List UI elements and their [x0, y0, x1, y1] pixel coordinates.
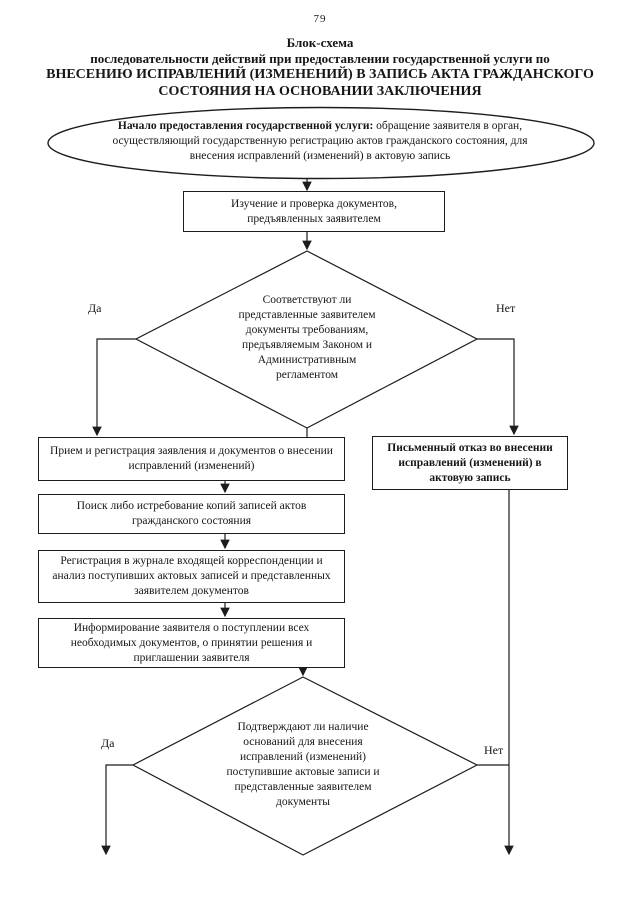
label-yes-2: Да — [101, 736, 115, 750]
decision2-line-6: документы — [276, 796, 330, 808]
decision1-line-5: Административным — [257, 354, 357, 366]
accept-register-line-1: Прием и регистрация заявления и документ… — [50, 445, 333, 457]
label-no-1: Нет — [496, 301, 516, 315]
doc-title-line-1: Блок-схема — [286, 35, 354, 50]
doc-title-line-3: ВНЕСЕНИЮ ИСПРАВЛЕНИЙ (ИЗМЕНЕНИЙ) В ЗАПИС… — [46, 67, 594, 82]
decision2-text: Подтверждают ли наличие оснований для вн… — [193, 720, 413, 810]
decision1-line-3: документы требованиям, — [245, 324, 369, 336]
decision2-line-2: оснований для внесения — [243, 736, 363, 748]
doc-title: Блок-схема последовательности действий п… — [0, 35, 640, 100]
decision2-line-1: Подтверждают ли наличие — [237, 721, 369, 733]
label-yes-1: Да — [88, 301, 102, 315]
page-number: 79 — [313, 13, 327, 25]
start-terminator-text: Начало предоставления государственной ус… — [85, 119, 555, 164]
search-copies-line-1: Поиск либо истребование копий записей ак… — [76, 500, 307, 512]
branch-no-1 — [477, 338, 519, 436]
check-documents-line-2: предъявленных заявителем — [247, 212, 381, 225]
doc-title-line-2: последовательности действий при предоста… — [90, 51, 550, 66]
decision1-line-1: Соответствуют ли — [262, 294, 352, 306]
branch-yes-1 — [92, 338, 136, 437]
register-journal-line-2: анализ поступивших актовых записей и пре… — [52, 570, 331, 582]
process-written-refusal: Письменный отказ во внесении исправлений… — [372, 436, 568, 490]
search-copies-line-2: гражданского состояния — [131, 515, 252, 527]
process-accept-register: Прием и регистрация заявления и документ… — [38, 437, 345, 481]
doc-title-line-4: СОСТОЯНИЯ НА ОСНОВАНИИ ЗАКЛЮЧЕНИЯ — [158, 83, 482, 99]
process-register-journal: Регистрация в журнале входящей корреспон… — [38, 550, 345, 603]
decision1-diamond — [134, 250, 479, 429]
written-refusal-line-3: актовую запись — [429, 471, 511, 484]
decision2-diamond — [131, 676, 479, 856]
decision1-text: Соответствуют ли представленные заявител… — [197, 293, 417, 383]
start-terminator-shape — [47, 106, 595, 180]
decision2-line-5: представленные заявителем — [234, 781, 372, 793]
decision1-line-6: регламентом — [275, 369, 339, 381]
connector-lines — [92, 178, 519, 856]
inform-applicant-line-2: необходимых документов, о принятии решен… — [70, 636, 313, 649]
start-text-line-1: Начало предоставления государственной ус… — [85, 119, 555, 134]
written-refusal-line-2: исправлений (изменений) в — [398, 456, 542, 469]
decision1-line-2: представленные заявителем — [238, 309, 376, 321]
decision2-line-4: поступившие актовые записи и — [226, 766, 380, 778]
inform-applicant-line-3: приглашении заявителя — [133, 651, 250, 664]
register-journal-line-3: заявителем документов — [134, 585, 249, 597]
accept-register-line-2: исправлений (изменений) — [128, 460, 255, 472]
start-text-line-3: внесения исправлений (изменений) в актов… — [189, 150, 451, 162]
start-bold-lead: Начало предоставления государственной ус… — [117, 120, 374, 132]
process-search-copies: Поиск либо истребование копий записей ак… — [38, 494, 345, 534]
decision2-line-3: исправлений (изменений) — [239, 751, 367, 763]
decision1-line-4: предъявляемым Законом и — [241, 339, 373, 351]
process-inform-applicant: Информирование заявителя о поступлении в… — [38, 618, 345, 668]
label-no-2: Нет — [484, 743, 504, 757]
process-check-documents: Изучение и проверка документов, предъявл… — [183, 191, 445, 232]
written-refusal-line-1: Письменный отказ во внесении — [387, 441, 553, 454]
register-journal-line-1: Регистрация в журнале входящей корреспон… — [60, 555, 323, 567]
inform-applicant-line-1: Информирование заявителя о поступлении в… — [73, 621, 310, 634]
start-text-line-2: осуществляющий государственную регистрац… — [112, 135, 528, 147]
branch-yes-2 — [101, 764, 133, 856]
check-documents-line-1: Изучение и проверка документов, — [231, 197, 397, 210]
start-line-1-rest: обращение заявителя в орган, — [373, 120, 523, 132]
